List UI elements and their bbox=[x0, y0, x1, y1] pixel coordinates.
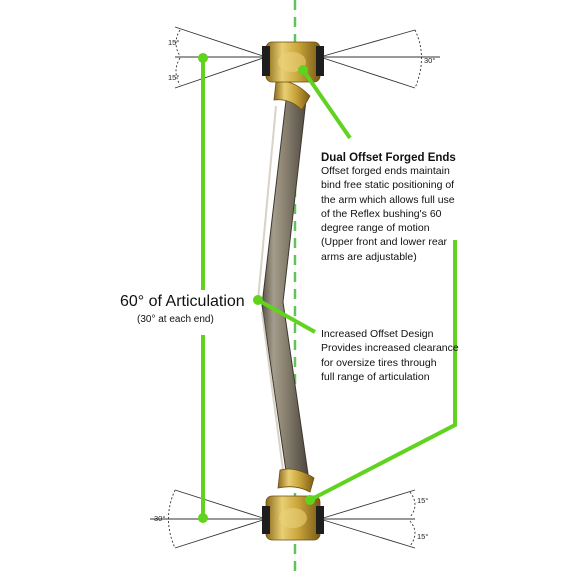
top-left-angle-fan bbox=[174, 26, 267, 89]
callout-offset-design-line: Provides increased clearance bbox=[321, 342, 459, 355]
leader-forged-ends-dot bbox=[298, 65, 308, 75]
callout-offset-design: Increased Offset Design Provides increas… bbox=[321, 327, 459, 384]
callout-forged-ends-line: (Upper front and lower rear bbox=[321, 236, 448, 249]
callout-forged-ends-line: Offset forged ends maintain bbox=[321, 165, 450, 177]
angle-label-top-left-upper: 15° bbox=[168, 38, 180, 47]
leader-bottom-dot bbox=[305, 495, 315, 505]
callout-forged-ends-title: Dual Offset Forged Ends bbox=[321, 152, 456, 164]
leader-forged-ends-bottom bbox=[309, 240, 457, 502]
callout-offset-design-line: for oversize tires through bbox=[321, 356, 437, 369]
angle-label-bottom-right-lower: 15° bbox=[417, 532, 429, 541]
top-forged-end bbox=[262, 41, 324, 111]
angle-label-bottom-right-upper: 15° bbox=[417, 496, 429, 505]
articulation-subtitle: (30° at each end) bbox=[135, 314, 216, 325]
bottom-forged-end bbox=[262, 468, 324, 541]
callout-offset-design-line: Increased Offset Design bbox=[321, 328, 434, 340]
leader-offset-design bbox=[257, 298, 316, 334]
bracket-top-dot bbox=[198, 53, 208, 63]
callout-forged-ends-line: degree range of motion bbox=[321, 222, 430, 235]
tube-highlight-lower bbox=[261, 311, 284, 471]
tube-highlight bbox=[257, 105, 277, 301]
angle-label-top-left-lower: 15° bbox=[168, 73, 180, 82]
articulation-title: 60° of Articulation bbox=[118, 293, 247, 311]
callout-offset-design-line: full range of articulation bbox=[321, 370, 430, 383]
callout-forged-ends-line: arms are adjustable) bbox=[321, 250, 417, 263]
bottom-left-angle-fan bbox=[150, 489, 267, 549]
angle-label-top-right: 30° bbox=[424, 56, 436, 65]
arm-tube bbox=[261, 91, 309, 479]
callout-forged-ends: Dual Offset Forged Ends Offset forged en… bbox=[321, 152, 456, 264]
leader-forged-ends bbox=[301, 68, 352, 140]
callout-forged-ends-line: bind free static positioning of bbox=[321, 179, 455, 192]
top-right-angle-fan bbox=[319, 29, 440, 89]
bottom-right-angle-fan bbox=[319, 489, 416, 549]
leader-offset-design-dot bbox=[253, 295, 263, 305]
callout-forged-ends-line: of the Reflex bushing's 60 bbox=[321, 207, 442, 220]
bracket-bottom-dot bbox=[198, 513, 208, 523]
angle-label-bottom-left: 30° bbox=[154, 514, 166, 523]
callout-forged-ends-line: the arm which allows full use bbox=[321, 193, 455, 206]
